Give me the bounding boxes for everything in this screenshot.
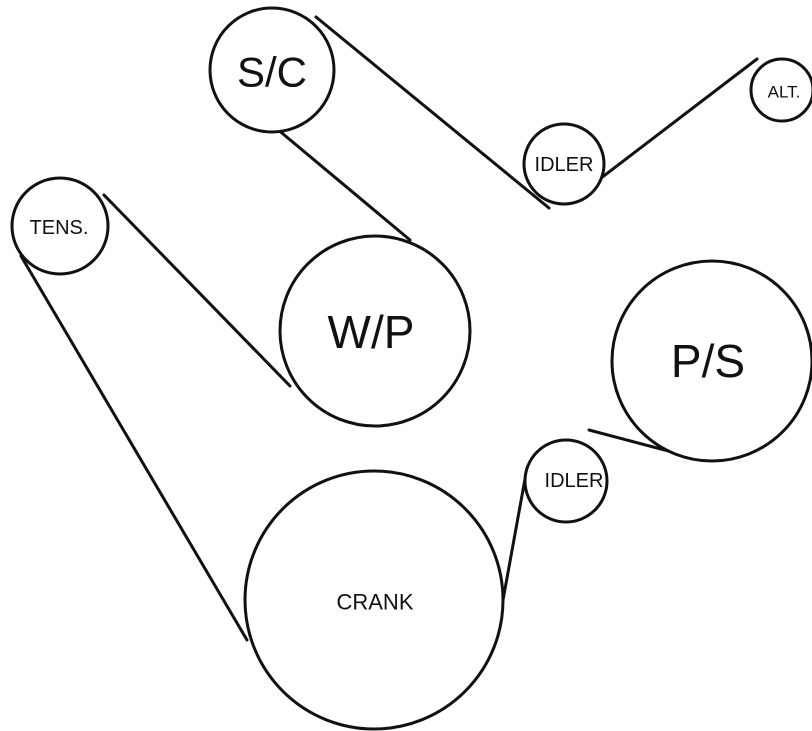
- pulley-idler-top: IDLER: [522, 122, 606, 206]
- pulley-water-pump-label: W/P: [328, 306, 415, 358]
- pulley-crankshaft: CRANK: [243, 469, 505, 731]
- belt-segment-sc-to-idler-top: [314, 15, 551, 210]
- pulley-tensioner: TENS.: [10, 176, 110, 276]
- pulley-water-pump-circle: [278, 234, 472, 428]
- belt-segment-tens-to-wp: [102, 193, 292, 388]
- pulley-supercharger-circle: [208, 6, 336, 134]
- pulley-crankshaft-circle: [243, 469, 505, 731]
- pulley-idler-bottom-circle: [523, 438, 609, 524]
- pulley-water-pump: W/P: [278, 234, 472, 428]
- pulley-crankshaft-label: CRANK: [336, 590, 413, 615]
- belt-segment-idler-top-to-alt: [586, 57, 759, 190]
- pulley-power-steering-circle: [610, 259, 812, 463]
- pulley-idler-top-label: IDLER: [535, 154, 594, 176]
- pulley-idler-bottom-label: IDLER: [545, 470, 604, 492]
- pulley-idler-top-circle: [522, 122, 606, 206]
- pulley-power-steering-label: P/S: [671, 335, 745, 387]
- pulley-supercharger: S/C: [208, 6, 336, 134]
- pulley-tensioner-circle: [10, 176, 110, 276]
- pulley-alternator: ALT.: [749, 57, 812, 123]
- pulley-power-steering: P/S: [610, 259, 812, 463]
- belt-segment-crank-to-idler-bottom: [501, 466, 529, 602]
- pulley-idler-bottom: IDLER: [523, 438, 609, 524]
- pulley-tensioner-label: TENS.: [30, 217, 89, 239]
- belt-segment-tens-to-crank: [19, 254, 249, 642]
- pulley-alternator-label: ALT.: [768, 83, 801, 102]
- pulley-supercharger-label: S/C: [237, 49, 307, 96]
- pulley-alternator-circle: [749, 57, 812, 123]
